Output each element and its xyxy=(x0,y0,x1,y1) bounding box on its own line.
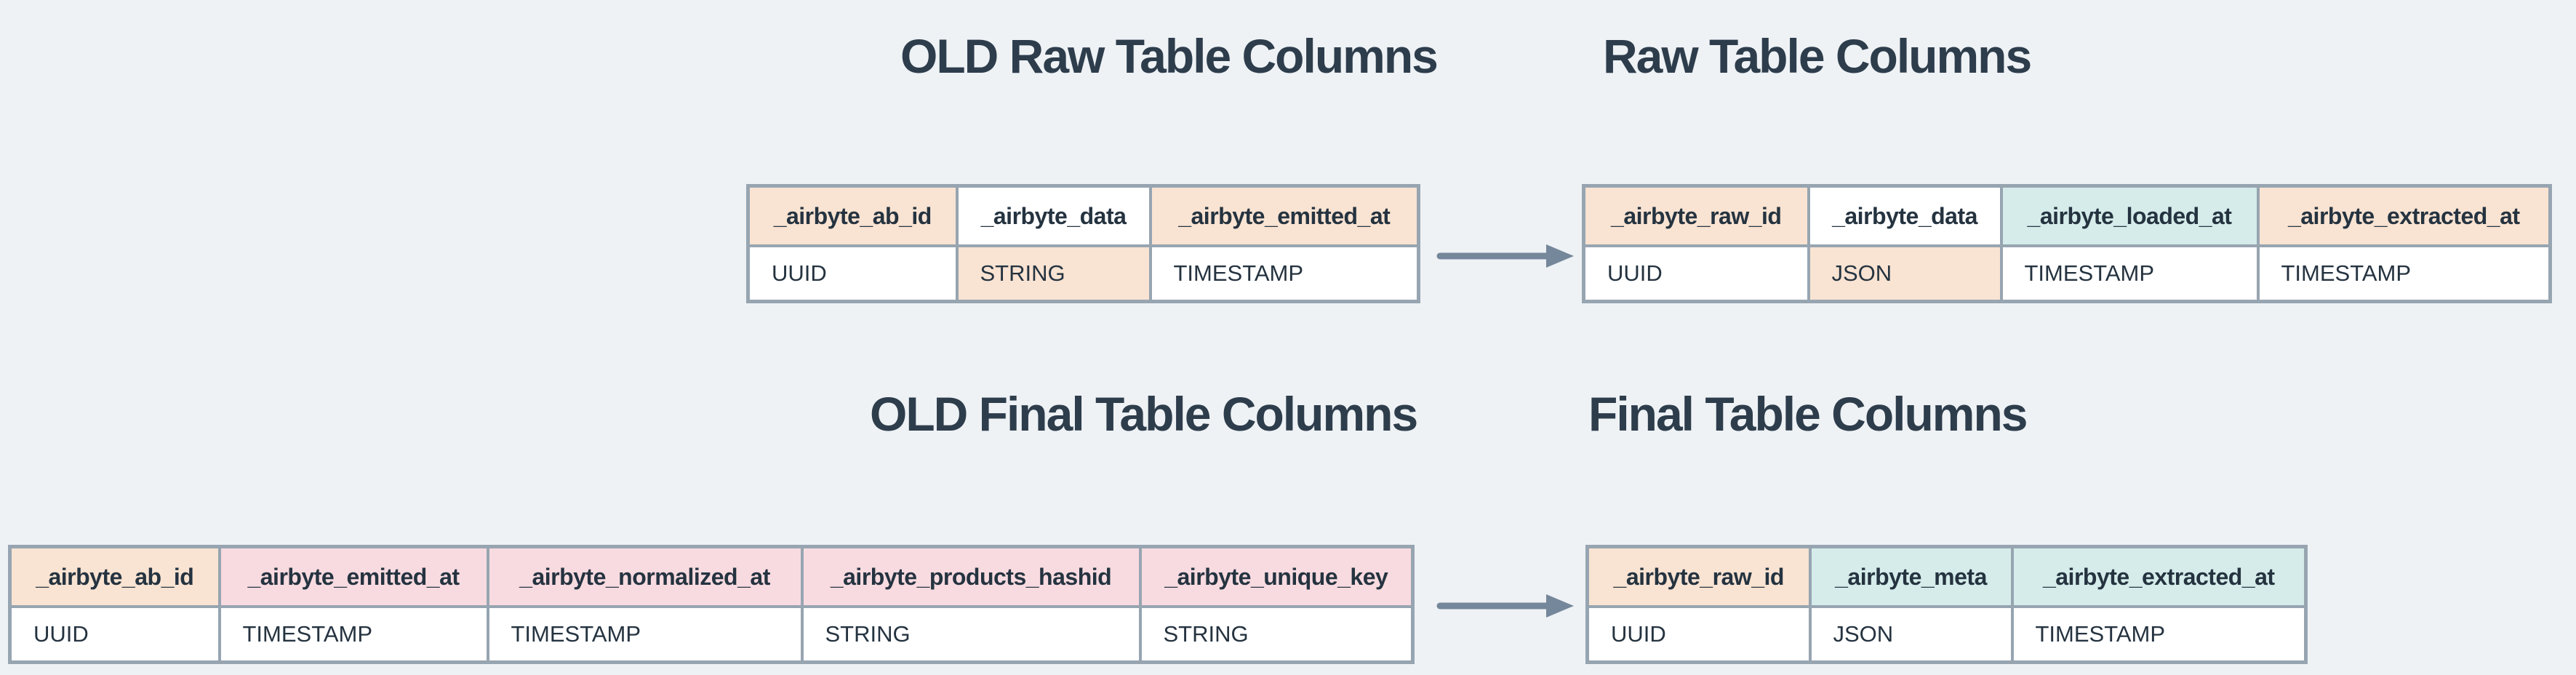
column-type-cell: UUID xyxy=(8,605,221,664)
raw-table-title: Raw Table Columns xyxy=(1603,29,2032,83)
column-type-cell: STRING xyxy=(800,605,1142,664)
old-final-header-row: _airbyte_ab_id _airbyte_emitted_at _airb… xyxy=(8,545,1415,608)
raw-header-row: _airbyte_raw_id _airbyte_data _airbyte_l… xyxy=(1582,184,2552,247)
old-final-type-row: UUID TIMESTAMP TIMESTAMP STRING STRING xyxy=(8,605,1415,664)
old-raw-header-row: _airbyte_ab_id _airbyte_data _airbyte_em… xyxy=(746,184,1420,247)
final-type-row: UUID JSON TIMESTAMP xyxy=(1585,605,2308,664)
column-header-cell: _airbyte_raw_id xyxy=(1582,184,1810,247)
final-table: _airbyte_raw_id _airbyte_meta _airbyte_e… xyxy=(1585,545,2308,664)
column-header-cell: _airbyte_emitted_at xyxy=(1148,184,1420,247)
column-type-cell: TIMESTAMP xyxy=(217,605,489,664)
column-header-cell: _airbyte_products_hashid xyxy=(800,545,1142,608)
old-final-table-title: OLD Final Table Columns xyxy=(870,387,1418,441)
column-header-cell: _airbyte_unique_key xyxy=(1138,545,1415,608)
column-type-cell: UUID xyxy=(1582,244,1810,303)
column-header-cell: _airbyte_loaded_at xyxy=(1999,184,2260,247)
column-header-cell: _airbyte_ab_id xyxy=(8,545,221,608)
column-header-cell: _airbyte_raw_id xyxy=(1585,545,1812,608)
final-table-title: Final Table Columns xyxy=(1588,387,2028,441)
old-raw-table: _airbyte_ab_id _airbyte_data _airbyte_em… xyxy=(746,184,1420,303)
arrow-right-icon xyxy=(1436,594,1574,618)
column-type-cell: JSON xyxy=(1807,244,2003,303)
column-header-cell: _airbyte_data xyxy=(1807,184,2003,247)
column-header-cell: _airbyte_extracted_at xyxy=(2010,545,2308,608)
old-raw-type-row: UUID STRING TIMESTAMP xyxy=(746,244,1420,303)
raw-table: _airbyte_raw_id _airbyte_data _airbyte_l… xyxy=(1582,184,2552,303)
column-type-cell: TIMESTAMP xyxy=(1999,244,2260,303)
final-header-row: _airbyte_raw_id _airbyte_meta _airbyte_e… xyxy=(1585,545,2308,608)
column-header-cell: _airbyte_extracted_at xyxy=(2256,184,2552,247)
old-final-table: _airbyte_ab_id _airbyte_emitted_at _airb… xyxy=(8,545,1415,664)
old-raw-table-title: OLD Raw Table Columns xyxy=(900,29,1439,83)
column-type-cell: UUID xyxy=(746,244,959,303)
column-type-cell: TIMESTAMP xyxy=(2010,605,2308,664)
column-type-cell: JSON xyxy=(1808,605,2014,664)
column-header-cell: _airbyte_normalized_at xyxy=(486,545,804,608)
column-header-cell: _airbyte_data xyxy=(955,184,1152,247)
column-header-cell: _airbyte_ab_id xyxy=(746,184,959,247)
raw-type-row: UUID JSON TIMESTAMP TIMESTAMP xyxy=(1582,244,2552,303)
column-header-cell: _airbyte_meta xyxy=(1808,545,2014,608)
column-type-cell: STRING xyxy=(955,244,1152,303)
column-type-cell: UUID xyxy=(1585,605,1812,664)
column-type-cell: TIMESTAMP xyxy=(486,605,804,664)
arrow-right-icon xyxy=(1436,244,1574,268)
column-type-cell: TIMESTAMP xyxy=(2256,244,2552,303)
column-header-cell: _airbyte_emitted_at xyxy=(217,545,489,608)
column-type-cell: STRING xyxy=(1138,605,1415,664)
column-type-cell: TIMESTAMP xyxy=(1148,244,1420,303)
